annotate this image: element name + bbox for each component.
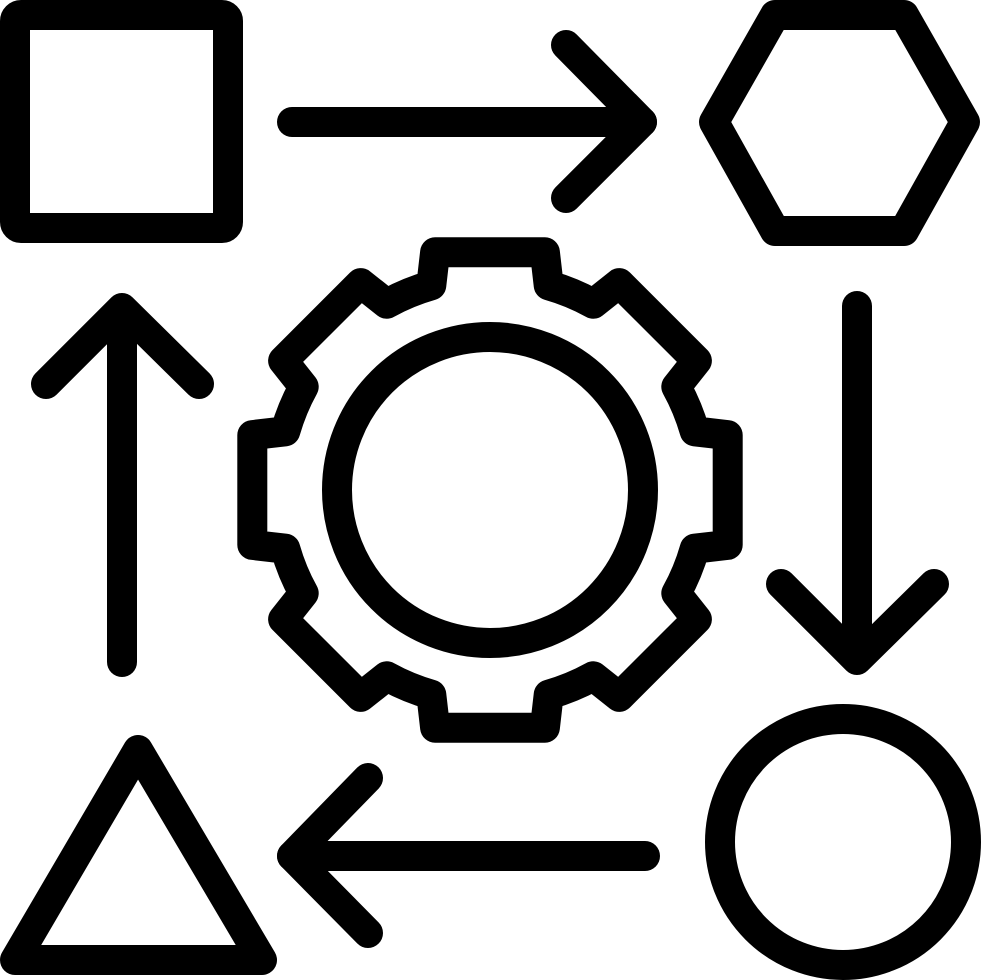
- square-icon: [0, 0, 243, 243]
- hexagon-icon: [699, 0, 980, 246]
- circle-icon: [705, 704, 981, 980]
- triangle-icon: [0, 735, 277, 975]
- gear-hub: [322, 322, 658, 658]
- gear-icon: [237, 237, 743, 743]
- arrow-up-icon: [31, 293, 214, 677]
- arrow-down-icon: [766, 291, 949, 675]
- arrow-right-icon: [277, 30, 657, 213]
- gear-outline: [237, 237, 743, 743]
- arrow-left-icon: [277, 763, 660, 948]
